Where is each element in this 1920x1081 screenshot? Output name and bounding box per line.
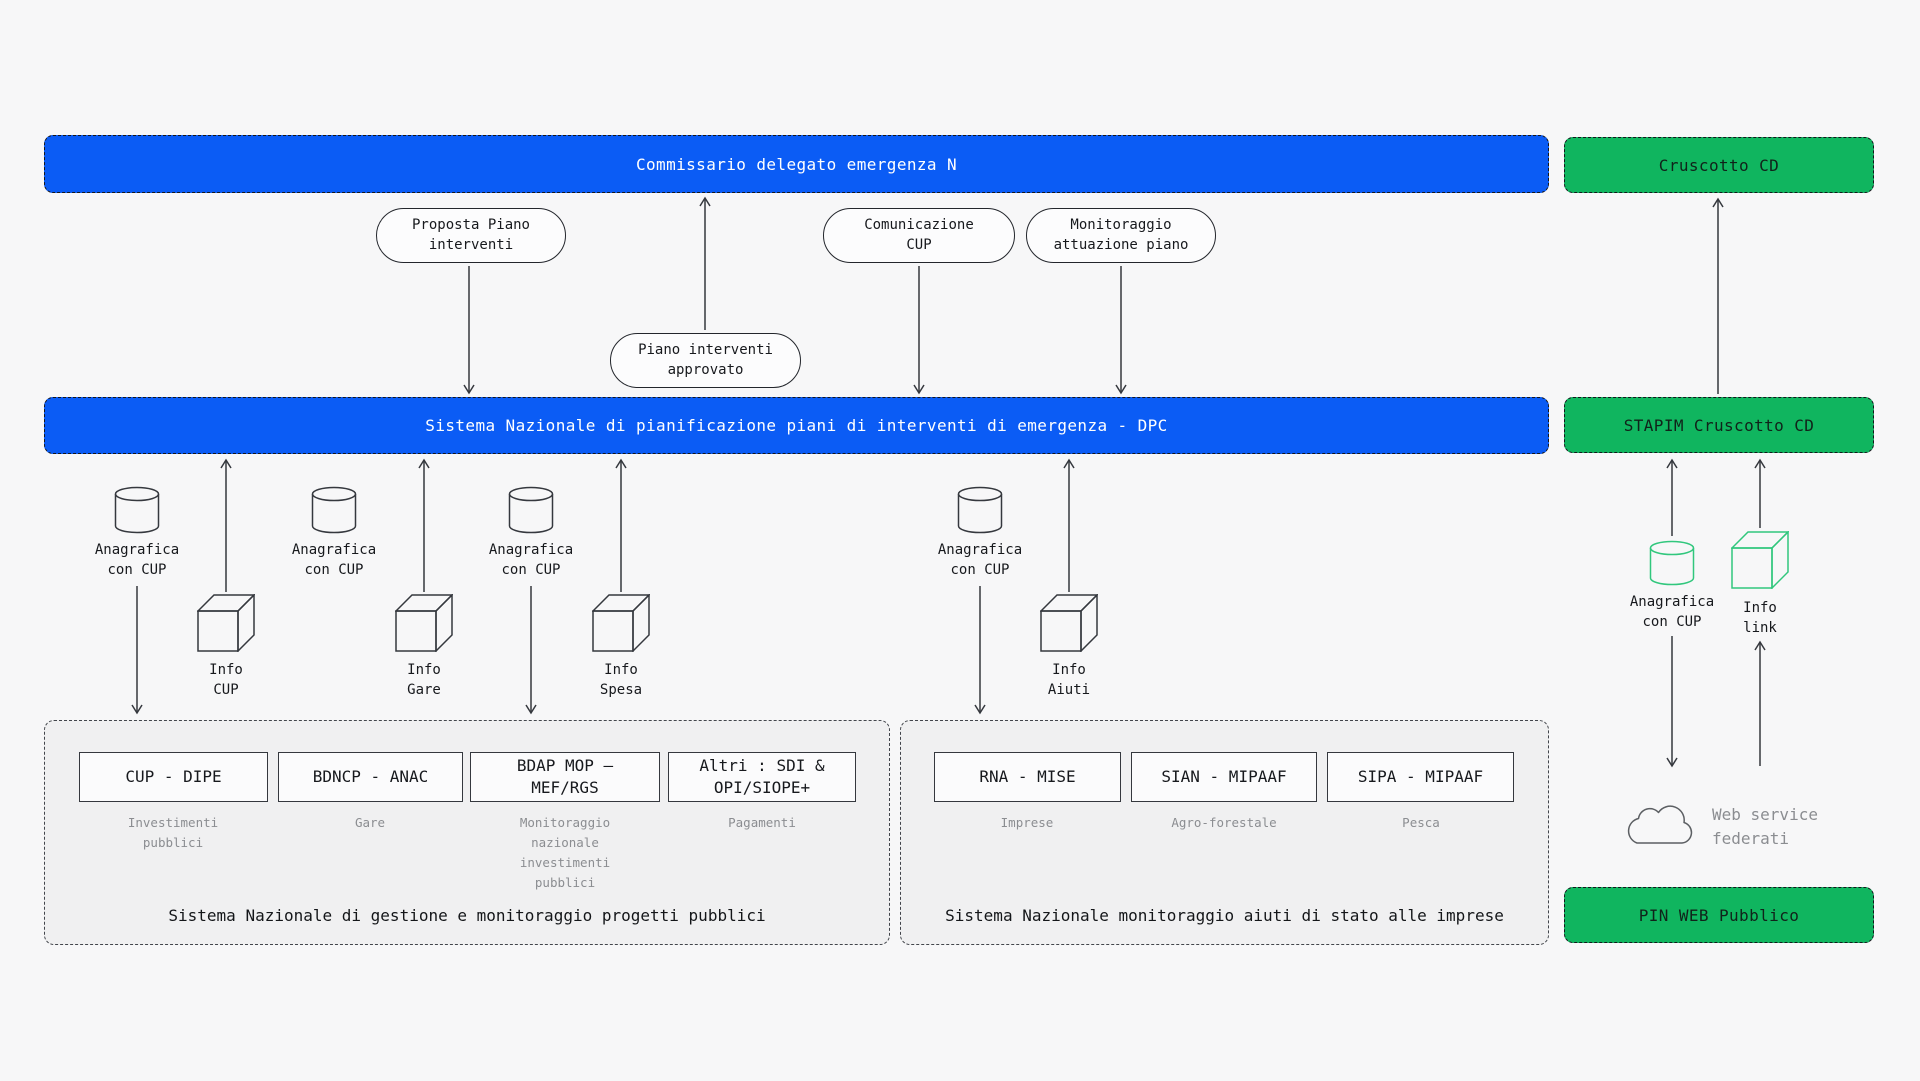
cruscotto-cd-label: Cruscotto CD — [1658, 155, 1780, 175]
database-icon — [957, 486, 1003, 534]
database-icon — [508, 486, 554, 534]
sys-box-cup-dipe: CUP - DIPE — [79, 752, 268, 802]
sys-box-bdncp-anac-label: BDNCP - ANAC — [312, 767, 429, 787]
info-gare-label: Info Gare — [407, 662, 441, 699]
sys-box-cup-dipe-label: CUP - DIPE — [125, 767, 222, 787]
info-cup-label: Info CUP — [209, 662, 243, 699]
pill-piano-approvato: Piano interventi approvato — [610, 333, 801, 388]
sys-box-sipa-mipaaf: SIPA - MIPAAF — [1327, 752, 1514, 802]
web-service-note: Web service federati — [1712, 805, 1818, 848]
dpc-bar-label: Sistema Nazionale di pianificazione pian… — [425, 416, 1168, 435]
pill-piano-approvato-label: Piano interventi approvato — [638, 341, 773, 378]
sys-box-sian-mipaaf-label: SIAN - MIPAAF — [1161, 767, 1287, 787]
sys-box-sian-mipaaf: SIAN - MIPAAF — [1131, 752, 1317, 802]
database-icon — [311, 486, 357, 534]
sys-box-bdap-mop: BDAP MOP – MEF/RGS — [470, 752, 660, 802]
commissario-bar-label: Commissario delegato emergenza N — [635, 154, 958, 174]
domain-monitoraggio-nazionale: Monitoraggio nazionale investimenti pubb… — [519, 815, 611, 890]
pill-comunicazione-cup-label: Comunicazione CUP — [864, 216, 974, 253]
stapim-box: STAPIM Cruscotto CD — [1564, 397, 1874, 453]
anagrafica-cup-label-green: Anagrafica con CUP — [1629, 594, 1715, 631]
dpc-bar: Sistema Nazionale di pianificazione pian… — [44, 397, 1549, 454]
anagrafica-cup-label-3: Anagrafica con CUP — [488, 542, 574, 579]
cube-icon — [1040, 594, 1098, 652]
caption-progetti-pubblici: Sistema Nazionale di gestione e monitora… — [168, 906, 766, 925]
commissario-bar: Commissario delegato emergenza N — [44, 135, 1549, 193]
pill-proposta-piano-label: Proposta Piano interventi — [411, 216, 530, 253]
domain-imprese: Imprese — [1000, 815, 1054, 830]
sys-box-bdap-mop-label: BDAP MOP – MEF/RGS — [516, 756, 614, 797]
sys-box-bdncp-anac: BDNCP - ANAC — [278, 752, 463, 802]
cube-icon — [592, 594, 650, 652]
info-aiuti-label: Info Aiuti — [1047, 662, 1091, 699]
domain-pesca: Pesca — [1402, 815, 1440, 830]
pill-monitoraggio-attuazione: Monitoraggio attuazione piano — [1026, 208, 1216, 263]
database-icon — [114, 486, 160, 534]
info-link-label: Info link — [1743, 600, 1777, 637]
cube-icon-green — [1731, 531, 1789, 589]
pill-proposta-piano: Proposta Piano interventi — [376, 208, 566, 263]
domain-investimenti-pubblici: Investimenti pubblici — [127, 815, 219, 850]
container-aiuti-imprese: RNA - MISE SIAN - MIPAAF SIPA - MIPAAF I… — [900, 720, 1549, 945]
pin-web-label: PIN WEB Pubblico — [1638, 905, 1800, 925]
anagrafica-cup-label-4: Anagrafica con CUP — [937, 542, 1023, 579]
pill-monitoraggio-attuazione-label: Monitoraggio attuazione piano — [1053, 216, 1189, 253]
sys-box-altri-sdi-label: Altri : SDI & OPI/SIOPE+ — [699, 756, 825, 797]
database-icon-green — [1649, 540, 1695, 586]
anagrafica-cup-label-1: Anagrafica con CUP — [94, 542, 180, 579]
caption-aiuti-imprese: Sistema Nazionale monitoraggio aiuti di … — [945, 906, 1504, 925]
sys-box-rna-mise-label: RNA - MISE — [979, 767, 1076, 787]
pin-web-box: PIN WEB Pubblico — [1564, 887, 1874, 943]
container-progetti-pubblici: CUP - DIPE BDNCP - ANAC BDAP MOP – MEF/R… — [44, 720, 890, 945]
cube-icon — [395, 594, 453, 652]
sys-box-sipa-mipaaf-label: SIPA - MIPAAF — [1357, 767, 1484, 787]
sys-box-altri-sdi: Altri : SDI & OPI/SIOPE+ — [668, 752, 856, 802]
anagrafica-cup-label-2: Anagrafica con CUP — [291, 542, 377, 579]
sys-box-rna-mise: RNA - MISE — [934, 752, 1121, 802]
stapim-label: STAPIM Cruscotto CD — [1623, 415, 1815, 435]
domain-pagamenti: Pagamenti — [728, 815, 796, 830]
cloud-icon — [1627, 805, 1693, 844]
domain-gare: Gare — [354, 815, 386, 830]
domain-agro-forestale: Agro-forestale — [1171, 815, 1277, 830]
cruscotto-cd-box: Cruscotto CD — [1564, 137, 1874, 193]
cube-icon — [197, 594, 255, 652]
pill-comunicazione-cup: Comunicazione CUP — [823, 208, 1015, 263]
info-spesa-label: Info Spesa — [599, 662, 643, 699]
